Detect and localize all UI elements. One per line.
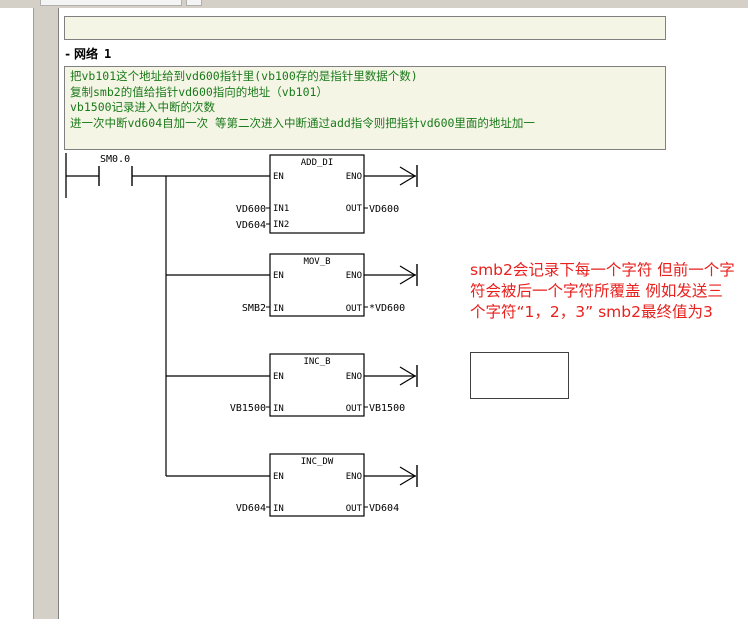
out-pin: OUT xyxy=(346,504,363,514)
eno-coil-icon xyxy=(363,364,418,388)
eno-coil-icon xyxy=(363,164,418,188)
input-operand[interactable]: VD600 xyxy=(236,204,266,215)
editor-tab-small[interactable] xyxy=(186,0,202,6)
eno-pin: ENO xyxy=(346,372,362,382)
in2-pin: IN2 xyxy=(273,220,289,230)
network-title: 网络 xyxy=(74,47,99,61)
comment-line: 复制smb2的值给指针vd600指向的地址（vb101） xyxy=(70,84,328,99)
eno-pin: ENO xyxy=(346,172,362,182)
network-number: 1 xyxy=(104,47,112,61)
pou-comment-box[interactable] xyxy=(64,16,666,40)
eno-coil-icon xyxy=(363,464,418,488)
editor-tab[interactable] xyxy=(40,0,182,6)
editor-gutter xyxy=(33,8,59,619)
in1-pin: IN1 xyxy=(273,204,289,214)
in-pin: IN xyxy=(273,504,284,514)
out-pin: OUT xyxy=(346,204,363,214)
inc-b-block[interactable]: INC_B EN ENO IN OUT xyxy=(269,353,365,417)
out-pin: OUT xyxy=(346,304,363,314)
out-pin: OUT xyxy=(346,404,363,414)
mov-b-block[interactable]: MOV_B EN ENO IN OUT xyxy=(269,253,365,317)
block-title: INC_DW xyxy=(301,457,334,467)
annotation-note: smb2会记录下每一个字符 但前一个字符会被后一个字符所覆盖 例如发送三个字符“… xyxy=(470,261,735,321)
in-pin: IN xyxy=(273,404,284,414)
eno-pin: ENO xyxy=(346,472,362,482)
en-pin: EN xyxy=(273,172,284,182)
input-operand[interactable]: SMB2 xyxy=(242,303,266,314)
output-operand[interactable]: VB1500 xyxy=(369,403,405,414)
block-title: MOV_B xyxy=(303,257,330,267)
output-operand[interactable]: VD604 xyxy=(369,503,399,514)
tab-strip xyxy=(0,0,748,8)
en-pin: EN xyxy=(273,271,284,281)
comment-line: vb1500记录进入中断的次数 xyxy=(70,100,216,114)
left-panel xyxy=(0,8,32,619)
en-pin: EN xyxy=(273,472,284,482)
eno-coil-icon xyxy=(363,263,418,287)
input-operand[interactable]: VD604 xyxy=(236,220,266,231)
output-operand[interactable]: *VD600 xyxy=(369,303,405,314)
block-title: INC_B xyxy=(303,357,330,367)
output-operand[interactable]: VD600 xyxy=(369,204,399,215)
network-comment-box[interactable]: 把vb101这个地址给到vd600指针里(vb100存的是指针里数据个数) 复制… xyxy=(64,66,666,150)
network-header: -网络 1 xyxy=(64,45,111,62)
comment-line: 把vb101这个地址给到vd600指针里(vb100存的是指针里数据个数) xyxy=(70,69,418,83)
eno-pin: ENO xyxy=(346,271,362,281)
block-title: ADD_DI xyxy=(301,158,334,168)
inc-dw-block[interactable]: INC_DW EN ENO IN OUT xyxy=(269,453,365,517)
add-di-block[interactable]: ADD_DI EN ENO IN1 IN2 OUT xyxy=(269,154,365,234)
en-pin: EN xyxy=(273,372,284,382)
contact-sm0-0[interactable]: SM0.0 xyxy=(66,154,133,186)
annotation-empty-box[interactable] xyxy=(470,352,569,399)
contact-label: SM0.0 xyxy=(100,154,130,165)
input-operand[interactable]: VB1500 xyxy=(230,403,266,414)
collapse-toggle-icon[interactable]: - xyxy=(64,47,72,61)
input-operand[interactable]: VD604 xyxy=(236,503,266,514)
comment-line: 进一次中断vd604自加一次 等第二次进入中断通过add指令则把指针vd600里… xyxy=(70,115,535,130)
in-pin: IN xyxy=(273,304,284,314)
